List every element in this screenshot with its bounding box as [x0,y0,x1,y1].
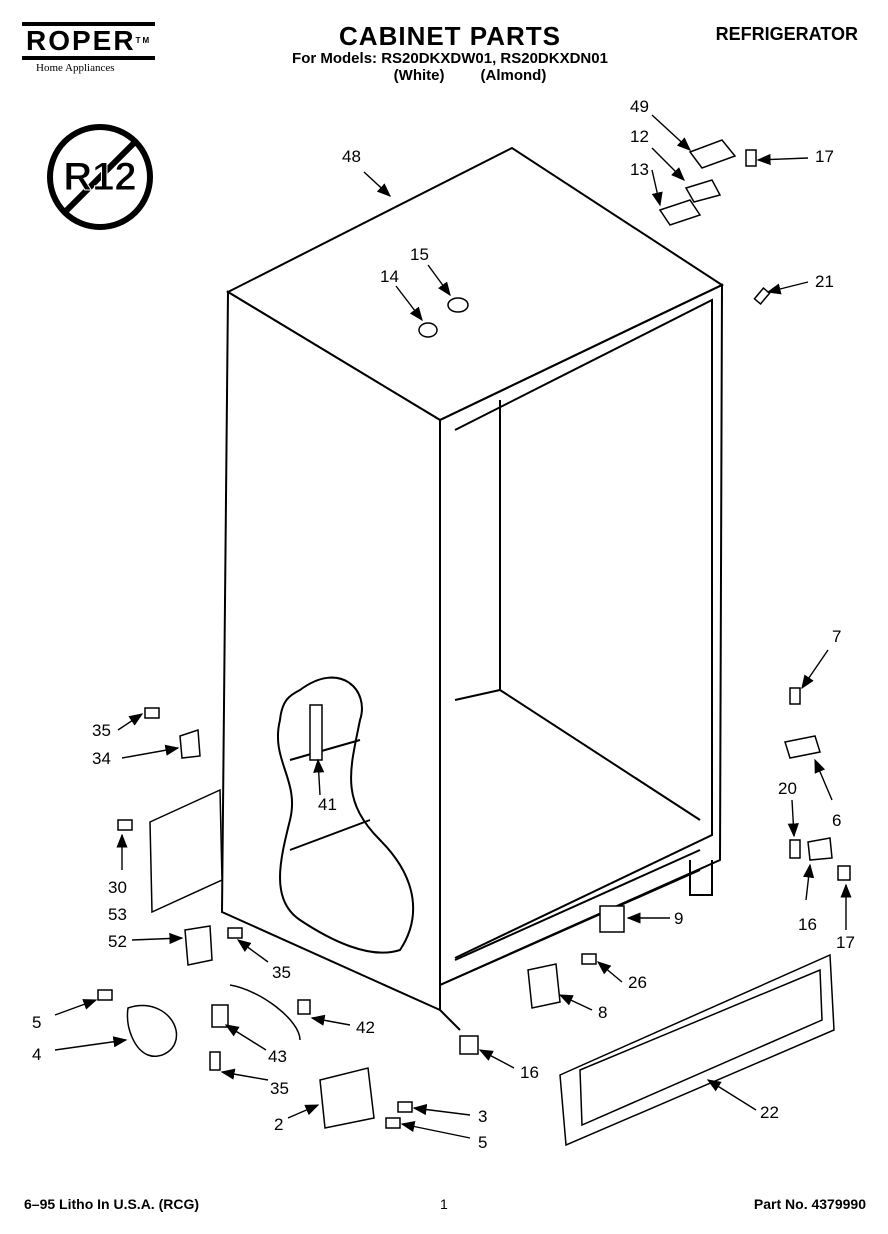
screw-35c-icon [209,1051,221,1071]
color-white: (White) [393,67,445,84]
callout-41: 41 [318,795,337,814]
callout-48: 48 [342,147,361,166]
callout-26: 26 [628,973,647,992]
model-colors: (White) (Almond) [250,67,650,84]
brand-subtitle: Home Appliances [36,62,115,74]
callout-5-right: 5 [478,1133,487,1152]
callout-3: 3 [478,1107,487,1126]
caster-icon [126,1004,178,1057]
callout-30: 30 [108,878,127,897]
part-34-icon [179,728,201,759]
cabinet-body [220,146,725,1031]
callout-35-bottom: 35 [270,1079,289,1098]
spacer-20-icon [789,839,801,859]
callout-6: 6 [832,811,841,830]
screw-7-icon [789,687,801,705]
callout-21: 21 [815,272,834,291]
callout-43: 43 [268,1047,287,1066]
hinge-screw-icon [745,149,757,167]
page-number: 1 [440,1196,448,1212]
callout-42: 42 [356,1018,375,1037]
screw-17-icon [837,865,851,881]
litho-info: 6–95 Litho In U.S.A. (RCG) [24,1196,200,1212]
callout-22: 22 [760,1103,779,1122]
tube-42-icon [297,999,311,1015]
callout-9: 9 [674,909,683,928]
hinge-parts-top [418,139,771,338]
hinge-cover-icon [688,139,737,169]
brand-tm: TM [135,36,152,45]
leader-lines [54,114,852,1139]
callout-5-left: 5 [32,1013,41,1032]
callout-52: 52 [108,932,127,951]
callout-8: 8 [598,1003,607,1022]
callout-34: 34 [92,749,111,768]
part-52-icon [184,925,213,966]
clip-43-icon [211,1004,229,1028]
part-9-icon [599,905,625,933]
top-hinge-icon [684,179,722,203]
screw-35b-icon [227,927,243,939]
appliance-category: REFRIGERATOR [715,24,858,44]
compressor-cover-icon [149,788,223,914]
screw-35-icon [144,707,160,719]
callout-12: 12 [630,127,649,146]
plug-icon [447,297,469,313]
callout-13: 13 [630,160,649,179]
callout-17-bottom: 17 [836,933,855,952]
screw-30-icon [117,819,133,831]
bracket-16-icon [807,837,833,861]
callout-14: 14 [380,267,399,286]
callout-35-mid: 35 [272,963,291,982]
plug-small-icon [418,322,438,338]
hinge-shim-icon [658,199,702,226]
callout-53: 53 [108,905,127,924]
color-almond: (Almond) [480,67,547,84]
no-r12-prohibition-icon: R12 [47,124,153,230]
callout-labels: 48 49 12 13 17 21 15 14 7 6 20 16 17 35 … [32,97,855,1152]
screw-3-icon [397,1101,413,1113]
badge-text: R12 [63,155,136,199]
page-header: CABINET PARTS For Models: RS20DKXDW01, R… [250,22,650,84]
callout-16-right: 16 [798,915,817,934]
callout-20: 20 [778,779,797,798]
page-title: CABINET PARTS [339,21,561,51]
callout-15: 15 [410,245,429,264]
leveler-icon [319,1067,375,1129]
drain-tube-icon [309,704,323,761]
callout-4: 4 [32,1045,41,1064]
callout-7: 7 [832,627,841,646]
part-16-icon [459,1035,479,1055]
roper-logo: ROPERTM Home Appliances [22,22,162,74]
screw-26-icon [581,953,597,965]
bottom-hinge-icon [784,735,821,759]
part-number: Part No. 4379990 [753,1196,866,1212]
screw-5b-icon [385,1117,401,1129]
part-8-icon [527,963,561,1009]
screw-5a-icon [97,989,113,1001]
bracket-icon [753,287,771,305]
callout-2: 2 [274,1115,283,1134]
brand-name: ROPER [26,25,136,56]
callout-35-left: 35 [92,721,111,740]
model-numbers: For Models: RS20DKXDW01, RS20DKXDN01 [292,50,608,67]
callout-16-bottom: 16 [520,1063,539,1082]
callout-17-top: 17 [815,147,834,166]
lower-parts [97,687,851,1147]
callout-49: 49 [630,97,649,116]
